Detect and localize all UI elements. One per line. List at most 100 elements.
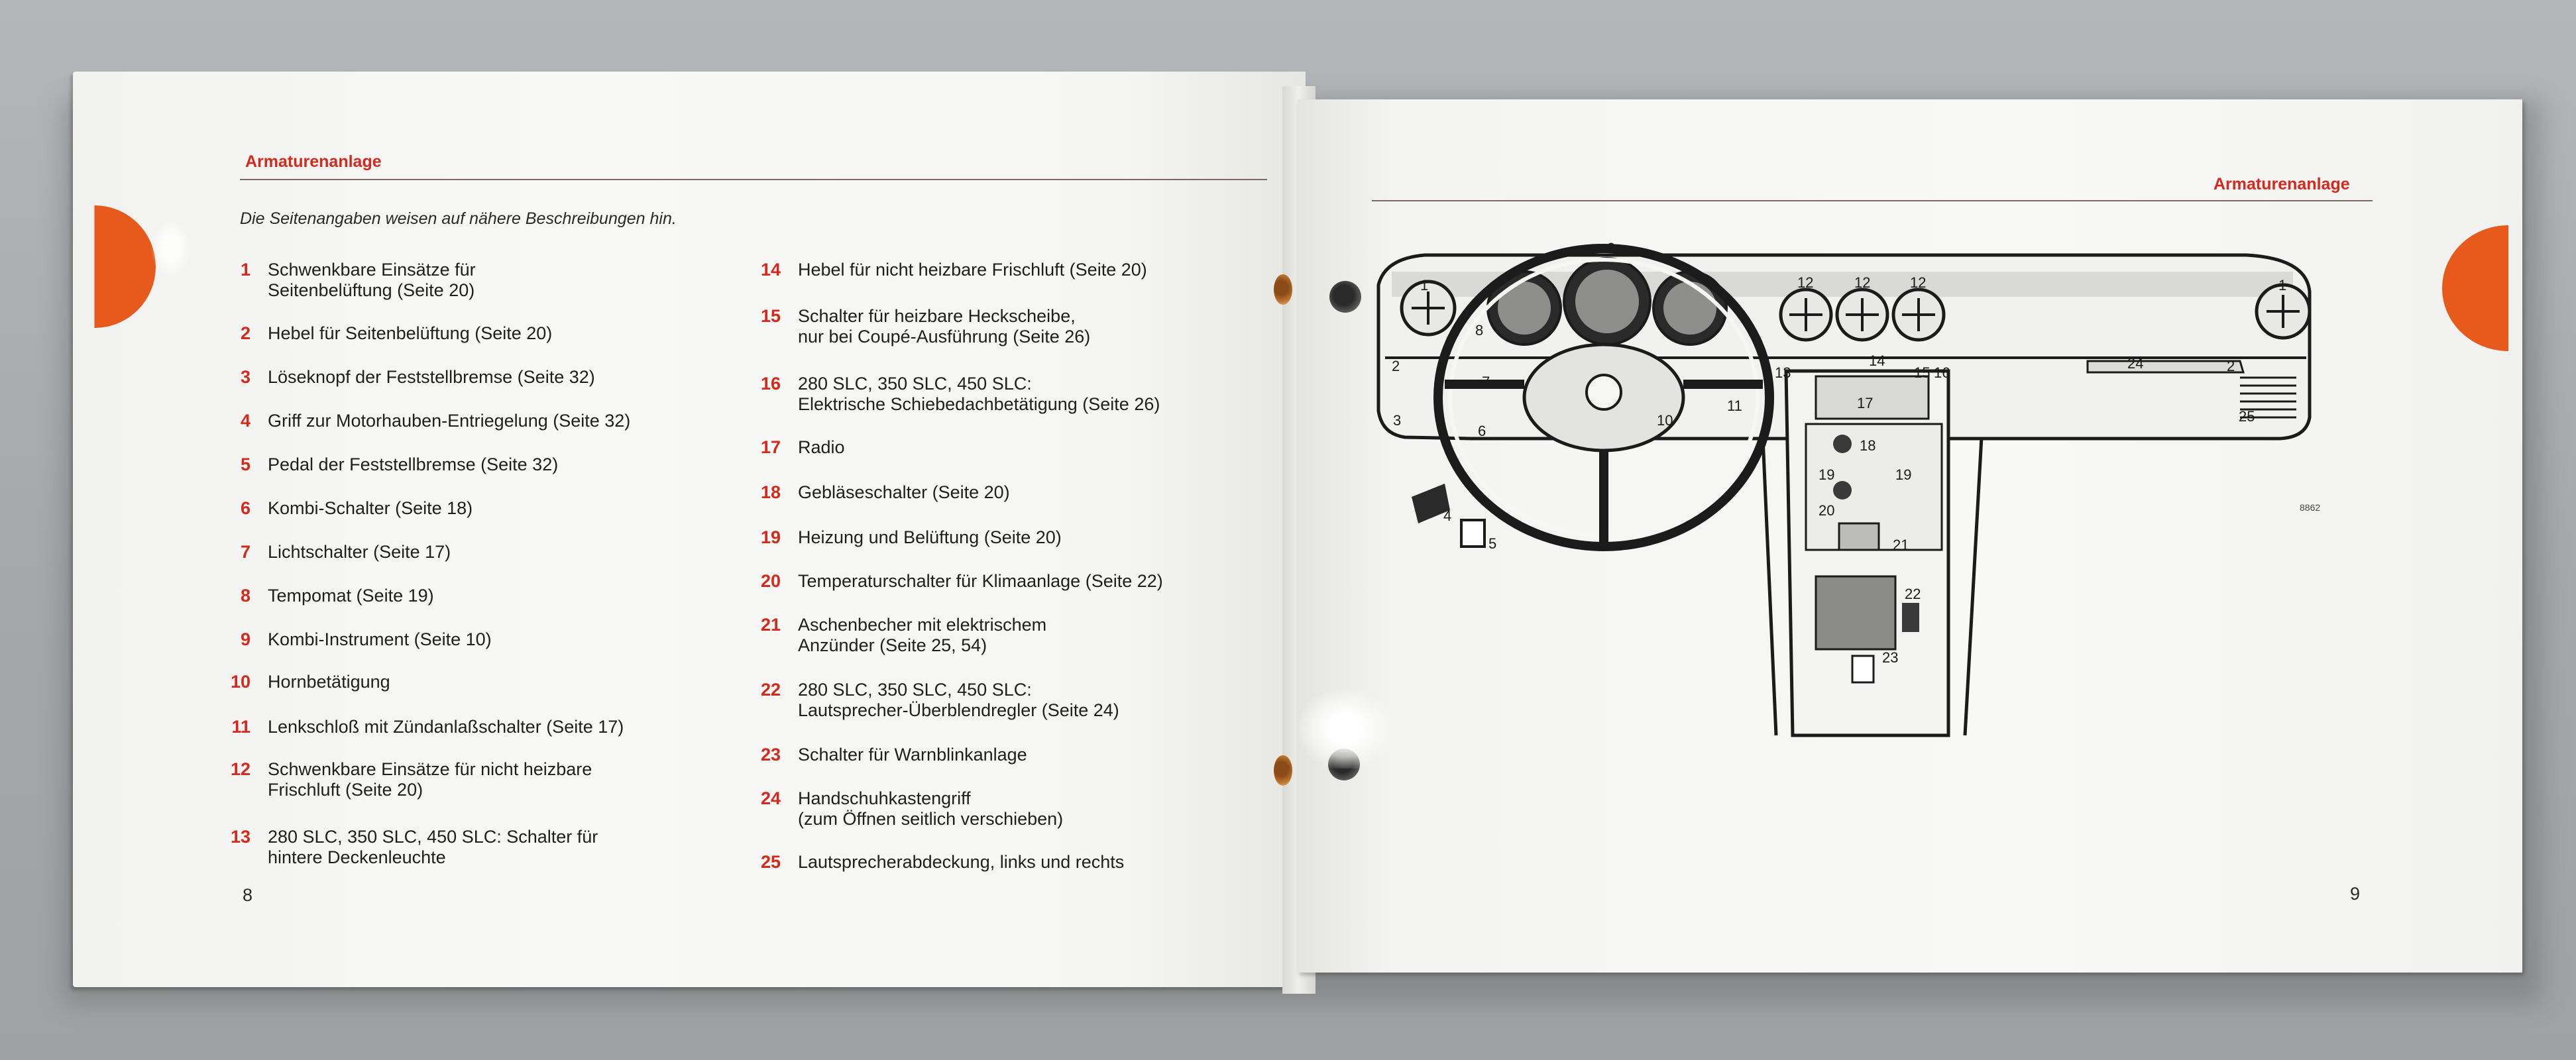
legend-text: Kombi-Instrument (Seite 10) [268, 629, 492, 649]
callout: 10 [1657, 412, 1673, 429]
legend-text: 280 SLC, 350 SLC, 450 SLC: Lautsprecher-… [798, 680, 1119, 720]
callout: 12 [1854, 274, 1870, 291]
glovebox-line [2086, 360, 2245, 374]
fan-knob [1833, 435, 1852, 453]
legend-text: 280 SLC, 350 SLC, 450 SLC: Schalter für … [268, 827, 598, 867]
legend-text: Pedal der Feststellbremse (Seite 32) [268, 454, 559, 474]
legend-item: 11 Lenkschloß mit Zündanlaßschalter (Seit… [228, 717, 624, 737]
callout: 16 [1934, 364, 1950, 381]
legend-text: Hornbetätigung [268, 672, 390, 692]
legend-number: 11 [231, 717, 251, 737]
page-number-right: 9 [2350, 884, 2361, 904]
legend-number: 14 [760, 260, 781, 280]
callout: 19 [1895, 466, 1911, 483]
legend-number: 9 [240, 629, 251, 649]
callout: 11 [1727, 398, 1742, 414]
callout: 5 [1488, 535, 1496, 552]
header-rule-left [240, 179, 1267, 180]
callout: 20 [1819, 502, 1834, 519]
star-emblem [1585, 374, 1622, 411]
page-number-left: 8 [243, 885, 253, 905]
callout: 21 [1893, 537, 1909, 553]
legend-number: 23 [760, 745, 781, 765]
callout: 13 [1775, 364, 1791, 381]
binding-hole-top [1274, 274, 1292, 305]
callout: 12 [1797, 274, 1813, 291]
legend-number: 19 [760, 527, 781, 547]
legend-item: 14 Hebel für nicht heizbare Frischluft (S… [757, 260, 1147, 280]
console-shaft-left [1761, 437, 1778, 736]
figure-code: 8862 [2300, 502, 2321, 513]
legend-number: 2 [240, 323, 251, 343]
callout: 15 [1914, 364, 1930, 381]
callout: 22 [1905, 586, 1921, 602]
legend-number: 24 [760, 788, 781, 808]
gear-selector [1815, 575, 1897, 651]
paper-tear [1299, 689, 1392, 768]
legend-item: 25 Lautsprecherabdeckung, links und recht… [757, 852, 1124, 873]
binding-hole-bottom [1274, 755, 1292, 786]
callout: 18 [1860, 437, 1876, 454]
legend-number: 25 [760, 852, 781, 872]
callout: 14 [1869, 352, 1885, 369]
legend-text: Hebel für nicht heizbare Frischluft (Sei… [798, 260, 1147, 280]
legend-number: 1 [240, 260, 251, 280]
legend-item: 4 Griff zur Motorhauben-Entriegelung (Sei… [228, 411, 630, 431]
legend-text: Kombi-Schalter (Seite 18) [268, 498, 473, 518]
speaker-grille [2240, 376, 2296, 419]
legend-item: 19 Heizung und Belüftung (Seite 20) [757, 527, 1062, 548]
legend-item: 9 Kombi-Instrument (Seite 10) [228, 629, 492, 650]
legend-text: Tempomat (Seite 19) [268, 586, 434, 606]
legend-text: Gebläseschalter (Seite 20) [798, 482, 1010, 502]
header-rule-right [1372, 200, 2373, 201]
legend-text: Heizung und Belüftung (Seite 20) [798, 527, 1062, 547]
hazard-switch [1851, 655, 1875, 684]
legend-number: 6 [240, 498, 251, 518]
legend-text: Temperaturschalter für Klimaanlage (Seit… [798, 571, 1163, 591]
legend-number: 12 [230, 759, 251, 779]
dashboard-illustration: 1 2 3 4 5 6 7 8 9 10 11 12 12 12 13 14 1… [1376, 240, 2312, 737]
temp-knob [1833, 481, 1852, 500]
ashtray [1838, 522, 1880, 551]
callout: 7 [1482, 374, 1490, 390]
callout: 12 [1910, 274, 1926, 291]
callout: 24 [2127, 355, 2143, 372]
legend-item: 8 Tempomat (Seite 19) [228, 586, 434, 606]
page-header-left: Armaturenanlage [245, 152, 382, 171]
legend-text: Schalter für heizbare Heckscheibe, nur b… [798, 306, 1091, 346]
callout: 1 [2278, 277, 2286, 293]
callout: 6 [1478, 423, 1486, 439]
legend-text: Griff zur Motorhauben-Entriegelung (Seit… [268, 411, 631, 431]
legend-number: 17 [760, 437, 781, 457]
legend-number: 13 [230, 827, 251, 847]
callout: 25 [2239, 408, 2255, 425]
callout: 2 [1392, 358, 1400, 374]
intro-text: Die Seitenangaben weisen auf nähere Besc… [240, 209, 677, 228]
callout: 17 [1857, 395, 1873, 411]
parking-brake-pedal [1460, 519, 1486, 548]
legend-number: 8 [240, 586, 251, 606]
legend-number: 5 [240, 454, 251, 474]
legend-item: 24 Handschuhkastengriff (zum Öffnen seitl… [757, 788, 1063, 829]
legend-number: 4 [240, 411, 251, 431]
left-page [73, 72, 1306, 987]
legend-text: Handschuhkastengriff (zum Öffnen seitlic… [798, 788, 1064, 829]
parking-brake-release [1412, 484, 1450, 523]
punch-hole-top [1329, 281, 1361, 313]
console-shaft-right [1963, 437, 1984, 736]
callout: 8 [1475, 322, 1483, 339]
tab-tear-mark [151, 219, 191, 278]
legend-text: Lautsprecherabdeckung, links und rechts [798, 852, 1125, 872]
legend-text: Lenkschloß mit Zündanlaßschalter (Seite … [268, 717, 624, 737]
